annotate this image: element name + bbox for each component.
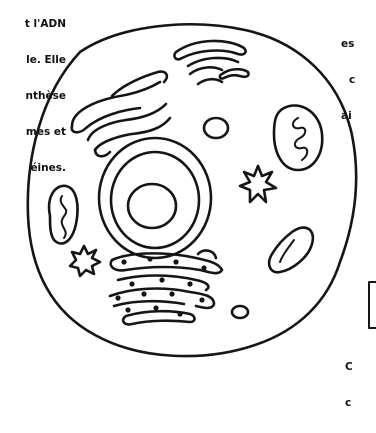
- centrosome-star-right: [240, 166, 276, 202]
- mitochondrion-right: [274, 106, 322, 170]
- label-top-left-line: mes et: [0, 126, 66, 138]
- golgi-apparatus: [174, 41, 248, 84]
- nuclear-envelope-inner: [111, 152, 199, 248]
- nuclear-envelope-outer: [99, 138, 211, 258]
- centrosome-star-left: [70, 246, 100, 276]
- nucleus: [99, 138, 211, 258]
- label-top-left: t l'ADN le. Elle nthèse mes et éines.: [0, 0, 66, 198]
- label-bottom-right: C c: [345, 337, 360, 433]
- endoplasmic-reticulum-top: [72, 72, 170, 157]
- label-bottom-right-line: c: [345, 397, 360, 409]
- vacuole: [269, 228, 313, 273]
- label-top-right-line: ai: [341, 110, 356, 122]
- nucleolus: [128, 184, 176, 228]
- label-top-left-line: éines.: [0, 162, 66, 174]
- label-top-right-line: c: [341, 74, 356, 86]
- label-top-right: es c ai: [341, 14, 356, 146]
- cell-diagram-stage: t l'ADN le. Elle nthèse mes et éines. es…: [0, 0, 376, 381]
- small-vesicle: [232, 306, 248, 318]
- label-bottom-right-line: C: [345, 361, 360, 373]
- label-top-left-line: le. Elle: [0, 54, 66, 66]
- label-top-left-line: nthèse: [0, 90, 66, 102]
- lysosome: [204, 118, 228, 138]
- label-top-left-line: t l'ADN: [0, 18, 66, 30]
- label-top-right-line: es: [341, 38, 356, 50]
- label-box-fragment: [369, 282, 376, 328]
- rough-endoplasmic-reticulum-bottom: [110, 251, 222, 325]
